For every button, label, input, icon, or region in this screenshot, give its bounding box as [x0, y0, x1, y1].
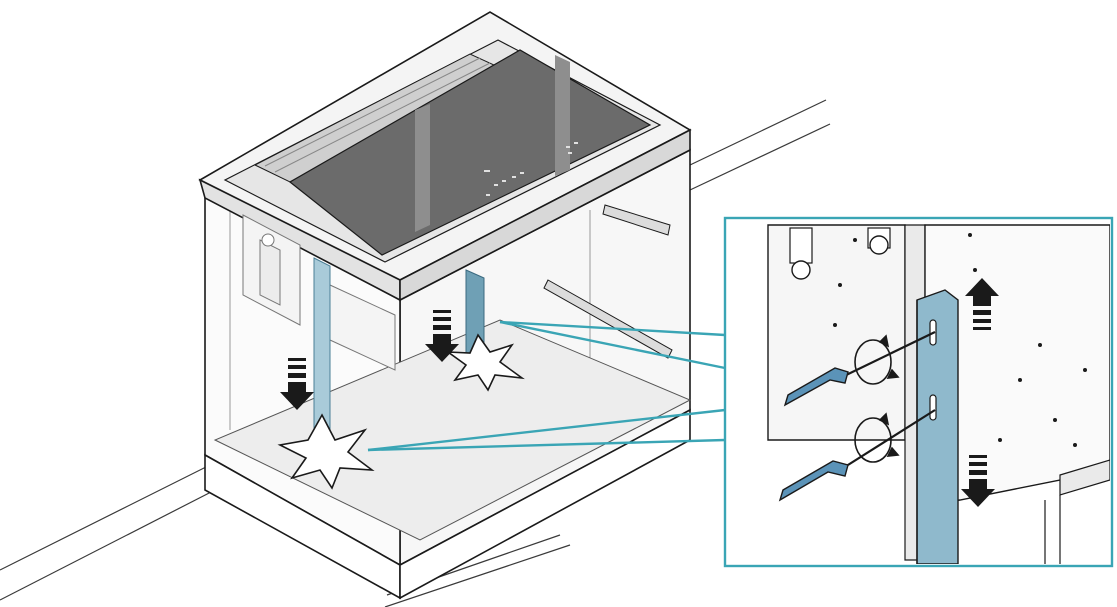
screwdriver-icon	[778, 409, 936, 502]
worktop-with-hob	[198, 11, 692, 302]
impact-burst-icon	[277, 413, 375, 490]
callout-leaders	[367, 320, 726, 452]
worktop-right-edge	[399, 128, 691, 302]
hob-controls	[484, 142, 578, 196]
adjustable-leg-rail	[916, 289, 959, 564]
impact-burst-icon	[445, 333, 525, 392]
fan-unit	[242, 214, 396, 371]
rotate-arrow-icon	[854, 334, 900, 385]
detail-callout	[723, 216, 1114, 568]
rotate-arrow-icon	[854, 412, 900, 463]
